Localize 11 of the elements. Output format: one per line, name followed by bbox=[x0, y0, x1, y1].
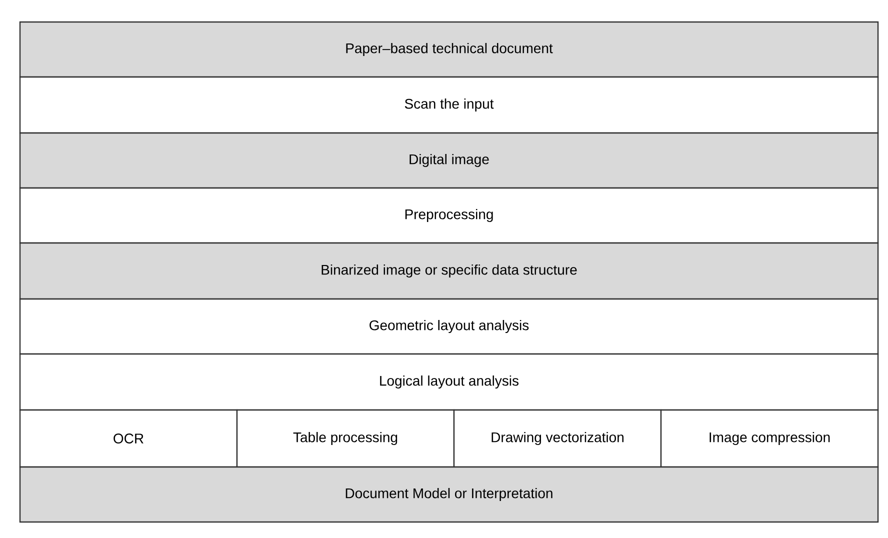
cell: Drawing vectorization bbox=[453, 409, 662, 468]
band: Preprocessing bbox=[19, 187, 879, 244]
band: Document Model or Interpretation bbox=[19, 466, 879, 523]
band: Binarized image or specific data structure bbox=[19, 242, 879, 300]
cell: Table processing bbox=[236, 409, 455, 468]
cell: Image compression bbox=[660, 409, 879, 468]
band: Digital image bbox=[19, 132, 879, 189]
band: Scan the input bbox=[19, 76, 879, 134]
band: Geometric layout analysis bbox=[19, 298, 879, 355]
band: Paper–based technical document bbox=[19, 21, 879, 78]
cell: OCR bbox=[19, 409, 238, 468]
